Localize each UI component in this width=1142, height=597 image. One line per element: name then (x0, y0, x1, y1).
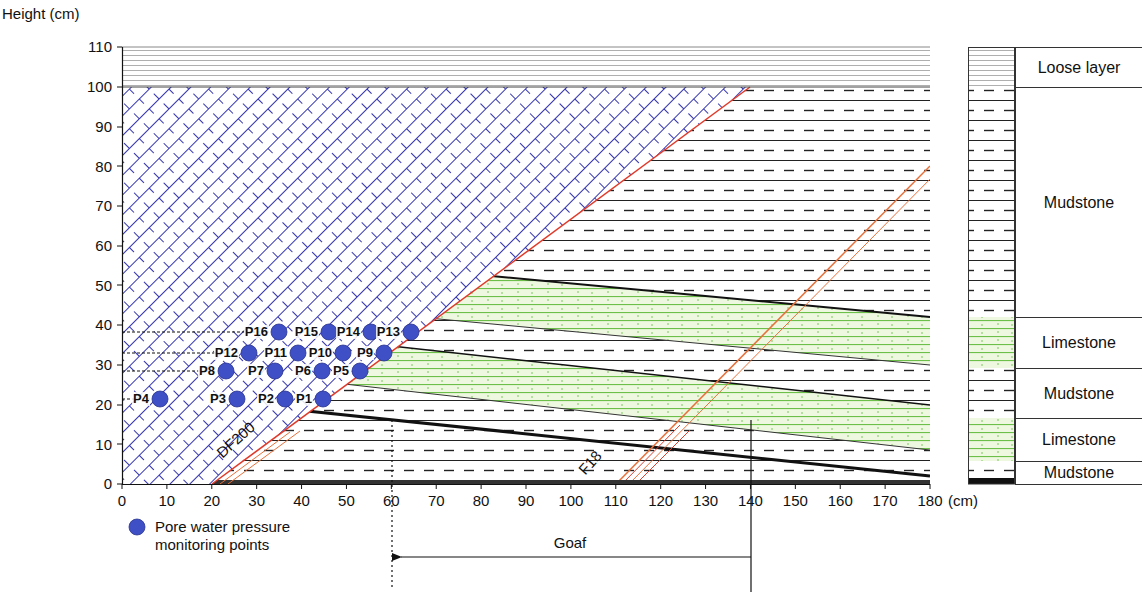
stratum-name: Loose layer (1038, 59, 1121, 77)
point-label: P7 (247, 364, 265, 379)
stratum-name: Mudstone (1044, 385, 1114, 403)
tick-label: 100 (558, 492, 583, 509)
tick-label: 130 (693, 492, 718, 509)
stratum-band: Mudstone (1015, 368, 1142, 419)
stratum-name: Mudstone (1044, 464, 1114, 482)
tick-label: 80 (95, 158, 112, 175)
stratum-band: Limestone (1015, 317, 1142, 369)
tick-label: 30 (248, 492, 265, 509)
point-label: P4 (132, 392, 150, 407)
point-label: P14 (336, 325, 361, 340)
point-label: P13 (376, 325, 401, 340)
tick-label: 150 (783, 492, 808, 509)
point-label: P10 (308, 346, 333, 361)
point-label: P16 (244, 325, 269, 340)
tick-label: 0 (118, 492, 126, 509)
tick-label: 120 (648, 492, 673, 509)
stratum-name: Limestone (1042, 431, 1116, 449)
point-label: P9 (356, 346, 374, 361)
tick-label: 50 (95, 277, 112, 294)
stratum-name: Mudstone (1044, 194, 1114, 212)
tick-label: 160 (828, 492, 853, 509)
tick-label: 20 (203, 492, 220, 509)
tick-label: 10 (95, 436, 112, 453)
point-label: P8 (198, 364, 216, 379)
tick-label: 100 (87, 78, 112, 95)
point-label: P12 (214, 346, 239, 361)
point-label: P5 (332, 364, 350, 379)
tick-label: 40 (95, 316, 112, 333)
stratum-band: Loose layer (1015, 47, 1142, 88)
tick-label: 60 (383, 492, 400, 509)
tick-label: 0 (104, 475, 112, 492)
point-label: P3 (209, 392, 227, 407)
stratum-band: Mudstone (1015, 461, 1142, 485)
tick-label: 50 (338, 492, 355, 509)
tick-label: 80 (473, 492, 490, 509)
point-label: P2 (257, 392, 275, 407)
tick-label: 20 (95, 396, 112, 413)
goaf-label: Goaf (554, 534, 587, 551)
point-label: P6 (294, 364, 312, 379)
legend-swatch (129, 519, 145, 535)
tick-label: 110 (604, 492, 628, 509)
tick-label: 90 (518, 492, 535, 509)
tick-label: 70 (428, 492, 445, 509)
stratum-name: Limestone (1042, 334, 1116, 352)
tick-label: 110 (88, 38, 112, 55)
tick-label: 40 (293, 492, 310, 509)
tick-label: 180 (918, 492, 943, 509)
legend-text: Pore water pressure monitoring points (155, 518, 325, 554)
tick-label: 140 (738, 492, 763, 509)
point-label: P15 (294, 325, 319, 340)
axis-title: Height (cm) (2, 5, 80, 22)
tick-label: 10 (159, 492, 176, 509)
point-label: P1 (295, 392, 313, 407)
tick-label: 60 (95, 237, 112, 254)
stratum-band: Limestone (1015, 418, 1142, 462)
tick-label: 170 (873, 492, 898, 509)
tick-label: 30 (95, 356, 112, 373)
axis-unit: (cm) (948, 492, 978, 509)
tick-label: 70 (95, 197, 112, 214)
point-label: P11 (264, 346, 288, 361)
stratum-band: Mudstone (1015, 87, 1142, 318)
tick-label: 90 (95, 118, 112, 135)
